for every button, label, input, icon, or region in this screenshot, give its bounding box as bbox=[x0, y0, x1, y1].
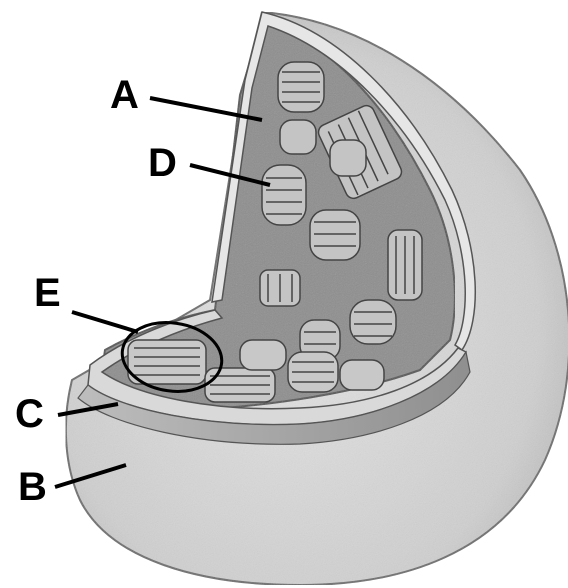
label-c: C bbox=[15, 392, 44, 436]
label-a: A bbox=[110, 73, 139, 117]
leader-line-e bbox=[72, 312, 138, 332]
label-d: D bbox=[148, 141, 177, 185]
label-e: E bbox=[34, 271, 61, 315]
label-b: B bbox=[18, 465, 47, 509]
